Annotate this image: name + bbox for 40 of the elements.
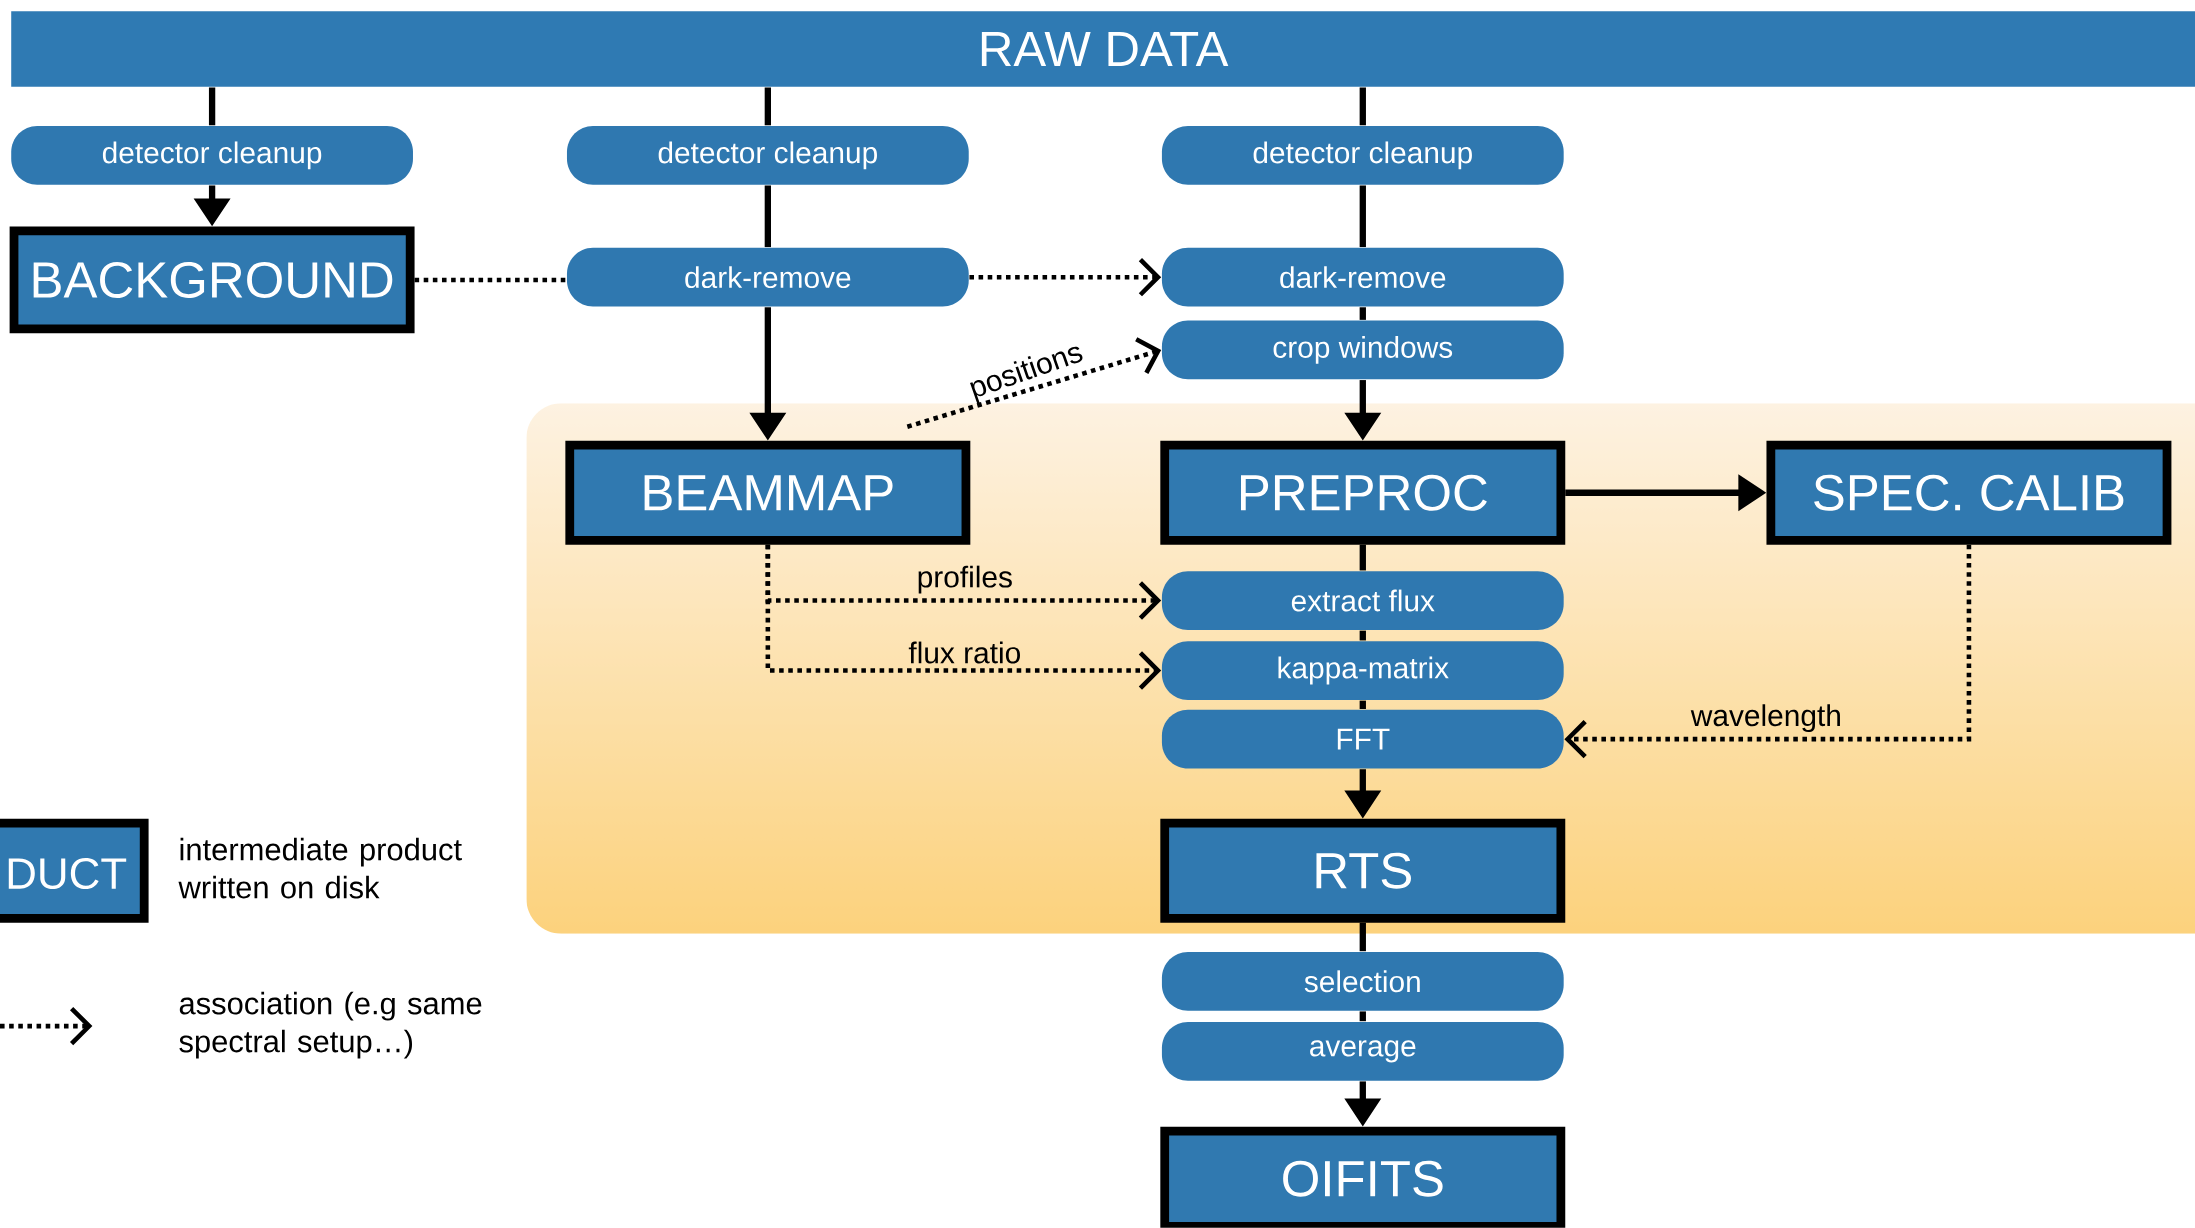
data-band: RAW DATA (11, 11, 2195, 87)
process-pill: detector cleanup (11, 126, 413, 185)
connector-line (1359, 185, 1366, 248)
product-box: BACKGROUND (9, 226, 415, 334)
product-box: PREPROC (1160, 440, 1566, 545)
process-pill: kappa-matrix (1161, 641, 1564, 701)
legend-text: association (e.g same spectral setup…) (179, 991, 482, 1059)
product-box: BEAMMAP (565, 440, 971, 545)
connector-line (414, 277, 567, 283)
edge-label: flux ratio (908, 641, 1020, 664)
process-pill: average (1161, 1022, 1564, 1081)
arrow (1564, 544, 1972, 759)
process-pill: selection (1161, 952, 1564, 1011)
connector-line (1359, 700, 1366, 710)
process-pill: FFT (1161, 709, 1564, 769)
connector-line (208, 87, 216, 126)
connector-line (1359, 1011, 1366, 1022)
connector-line (1359, 630, 1366, 641)
product-box: OIFITS (1160, 1126, 1566, 1228)
connector-line (764, 185, 771, 248)
process-pill: detector cleanup (566, 126, 969, 185)
connector-line (764, 87, 771, 126)
product-box: RTS (1160, 818, 1566, 923)
legend-sample-box: DUCT (0, 818, 149, 923)
process-pill: dark-remove (1161, 247, 1564, 307)
connector-line (1359, 307, 1366, 320)
edge-label: wavelength (1690, 704, 1840, 733)
connector-line (1359, 544, 1366, 571)
arrow (906, 337, 1162, 430)
legend-text: intermediate product written on disk (178, 837, 462, 899)
process-pill: detector cleanup (1161, 126, 1564, 185)
process-pill: crop windows (1161, 320, 1564, 380)
connector-line (1359, 922, 1366, 952)
product-box: SPEC. CALIB (1766, 440, 2172, 545)
process-pill: extract flux (1161, 571, 1564, 631)
connector-line (1359, 87, 1366, 126)
edge-label: profiles (918, 565, 1012, 594)
process-pill: dark-remove (566, 247, 969, 307)
arrow (765, 544, 1162, 690)
arrow (969, 258, 1162, 297)
